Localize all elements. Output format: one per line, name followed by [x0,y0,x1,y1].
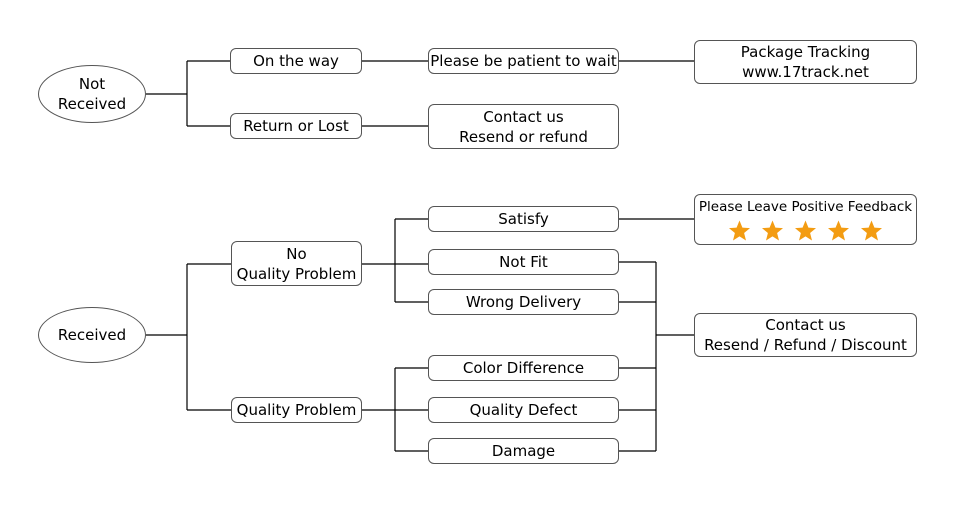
node-wrong-delivery: Wrong Delivery [428,289,619,315]
star-icon [729,220,750,240]
node-patient: Please be patient to wait [428,48,619,74]
node-patient-label: Please be patient to wait [430,52,617,70]
node-contact-resend-line2: Resend or refund [459,127,588,146]
node-not-received-line1: Not [78,75,106,93]
node-quality-problem: Quality Problem [231,397,362,423]
node-on-the-way-label: On the way [253,52,339,70]
star-icon [762,220,783,240]
node-quality-defect-label: Quality Defect [469,401,578,419]
node-damage-label: Damage [491,442,556,460]
node-on-the-way: On the way [230,48,362,74]
node-received: Received [38,307,146,363]
node-not-received: Not Received [38,65,146,123]
node-no-quality-problem-line2: Quality Problem [236,264,357,283]
node-received-label: Received [57,326,127,344]
node-wrong-delivery-label: Wrong Delivery [465,293,582,311]
node-satisfy: Satisfy [428,206,619,232]
node-return-or-lost-label: Return or Lost [243,117,349,135]
node-return-or-lost: Return or Lost [230,113,362,139]
star-icon [795,220,816,240]
node-package-tracking-url: www.17track.net [742,63,869,81]
node-no-quality-problem: No Quality Problem [231,241,362,286]
node-contact-discount-line2: Resend / Refund / Discount [704,336,907,354]
node-not-fit: Not Fit [428,249,619,275]
star-icon [861,220,882,240]
node-package-tracking-line1: Package Tracking [740,43,871,61]
node-not-fit-label: Not Fit [499,253,548,271]
node-contact-resend: Contact us Resend or refund [428,104,619,149]
star-icon [828,220,849,240]
node-positive-feedback: Please Leave Positive Feedback [694,194,917,245]
node-no-quality-problem-line1: No [286,244,307,263]
node-damage: Damage [428,438,619,464]
node-not-received-line2: Received [57,95,127,113]
node-color-difference: Color Difference [428,355,619,381]
node-positive-feedback-label: Please Leave Positive Feedback [698,198,913,215]
node-contact-discount: Contact us Resend / Refund / Discount [694,313,917,357]
node-color-difference-label: Color Difference [462,359,585,377]
node-contact-resend-line1: Contact us [483,107,564,126]
node-contact-discount-line1: Contact us [765,316,846,334]
node-quality-defect: Quality Defect [428,397,619,423]
node-package-tracking: Package Tracking www.17track.net [694,40,917,84]
node-satisfy-label: Satisfy [498,210,549,228]
node-quality-problem-label: Quality Problem [236,401,357,419]
rating-stars [727,219,884,243]
